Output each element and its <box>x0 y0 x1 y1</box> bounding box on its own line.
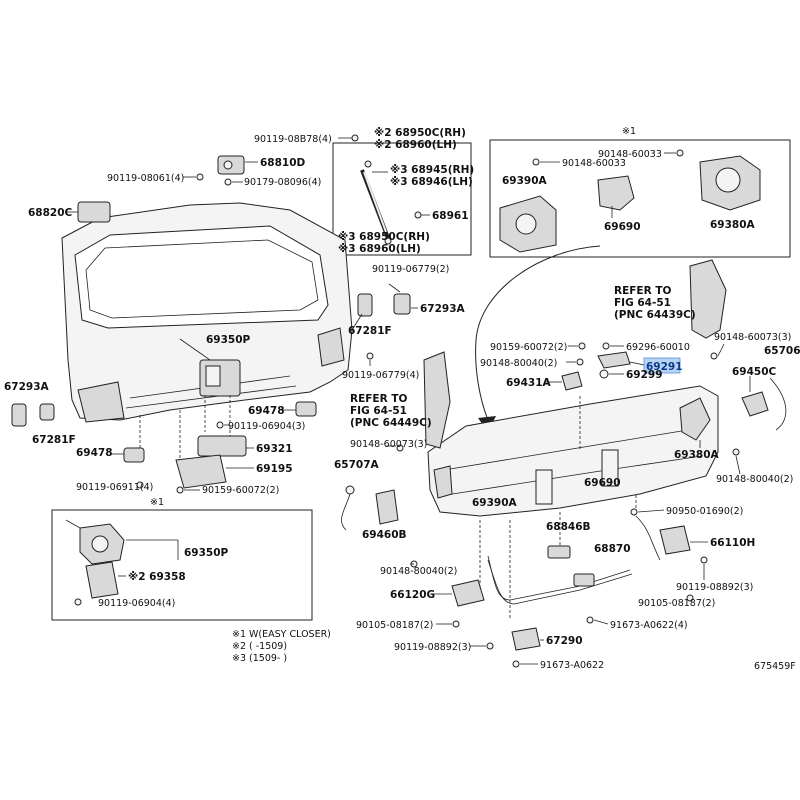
label-67281f-l: 67281F <box>32 434 76 446</box>
label-68950c-rh-top: ※2 68950C(RH) <box>374 127 466 139</box>
label-69390a-main: 69390A <box>472 497 518 509</box>
label-68961: 68961 <box>432 210 469 222</box>
label-67293a-l: 67293A <box>4 381 50 393</box>
label-66120g: 66120G <box>390 589 435 601</box>
label-65706a: 65706A <box>764 345 800 357</box>
label-90119-08892-3l: 90119-08892(3) <box>394 642 471 653</box>
label-69291[interactable]: 69291 <box>646 361 683 373</box>
label-69478-r: 69478 <box>248 405 285 417</box>
label-68950c-rh-bot: ※3 68950C(RH) <box>338 231 430 243</box>
label-68960-lh-top: ※2 68960(LH) <box>374 139 457 151</box>
label-68960-lh-bot: ※3 68960(LH) <box>338 243 421 255</box>
label-90159-60072-2b: 90159-60072(2) <box>490 342 567 353</box>
label-90148-80040-2b: 90148-80040(2) <box>380 566 457 577</box>
left-check-parts <box>11 403 55 427</box>
label-69380a-main: 69380A <box>674 449 720 461</box>
label-69195: 69195 <box>256 463 293 475</box>
label-69321: 69321 <box>256 443 293 455</box>
label-90119-06779-2: 90119-06779(2) <box>372 264 449 275</box>
figure-code: 675459F <box>754 661 796 672</box>
refer-b-line3: (PNC 64449C) <box>350 417 432 429</box>
legend-line-2: ※2 ( -1509) <box>232 641 287 652</box>
label-69690-main: 69690 <box>584 477 621 489</box>
label-66110h: 66110H <box>710 537 755 549</box>
easy-closer-detail-box <box>489 139 791 258</box>
left-inner-parts <box>341 444 418 568</box>
strut-detail-box <box>332 142 472 256</box>
label-90148-80040-2r: 90148-80040(2) <box>716 474 793 485</box>
label-68946-lh: ※3 68946(LH) <box>390 176 473 188</box>
label-68846b: 68846B <box>546 521 591 533</box>
label-90950-01690: 90950-01690(2) <box>666 506 743 517</box>
label-68810d: 68810D <box>260 157 306 169</box>
mid-left-parts <box>123 401 317 494</box>
box-mark-top-right: ※1 <box>622 126 636 137</box>
highlight-69291 <box>643 357 681 374</box>
inner-door-panel <box>427 385 719 517</box>
label-68870: 68870 <box>594 543 631 555</box>
box-mark-inset: ※1 <box>150 497 164 508</box>
trim-pillar-left <box>423 351 451 449</box>
label-69380a-box: 69380A <box>710 219 756 231</box>
label-90105-08187-2l: 90105-08187(2) <box>356 620 433 631</box>
back-door-lock-assembly <box>199 359 241 397</box>
label-67290: 67290 <box>546 635 583 647</box>
refer-a-line2: FIG 64-51 <box>614 297 671 309</box>
refer-a-line1: REFER TO <box>614 285 672 297</box>
label-90119-06904-3: 90119-06904(3) <box>228 421 305 432</box>
label-69350p-main: 69350P <box>206 334 251 346</box>
label-69390a-box: 69390A <box>502 175 548 187</box>
closer-unit-right <box>699 155 761 211</box>
closer-unit-left <box>499 195 557 253</box>
legend-line-3: ※3 (1509- ) <box>232 653 287 664</box>
label-69296-60010: 69296-60010 <box>626 342 690 353</box>
label-90148-60033-a: 90148-60033 <box>598 149 662 160</box>
label-90148-60033-b: 90148-60033 <box>562 158 626 169</box>
door-check-parts <box>357 293 411 360</box>
label-69358: ※2 69358 <box>128 571 186 583</box>
inset-detail-box <box>51 509 313 621</box>
label-90159-60072-2a: 90159-60072(2) <box>202 485 279 496</box>
label-90119-06904-4: 90119-06904(4) <box>98 598 175 609</box>
top-left-parts <box>77 134 359 223</box>
trim-pillar-right <box>689 259 727 339</box>
label-91673-a0622-4: 91673-A0622(4) <box>610 620 688 631</box>
label-69350p-inset: 69350P <box>184 547 229 559</box>
gas-strut <box>360 160 422 245</box>
label-69431a: 69431A <box>506 377 552 389</box>
refer-a-line3: (PNC 64439C) <box>614 309 696 321</box>
label-69690-box: 69690 <box>604 221 641 233</box>
label-69299: 69299 <box>626 369 663 381</box>
small-parts-center <box>561 342 787 456</box>
label-90119-08b78: 90119-08B78(4) <box>254 134 332 145</box>
label-90119-06911: 90119-06911(4) <box>76 482 153 493</box>
label-68945-rh: ※3 68945(RH) <box>390 164 474 176</box>
label-90119-06779-4: 90119-06779(4) <box>342 370 419 381</box>
label-90119-08892-3r: 90119-08892(3) <box>676 582 753 593</box>
label-90148-80040-2a: 90148-80040(2) <box>480 358 557 369</box>
back-door-panel <box>61 202 353 423</box>
label-67293a-r: 67293A <box>420 303 466 315</box>
transition-arrow <box>475 245 601 421</box>
label-69478-l: 69478 <box>76 447 113 459</box>
label-90179-08096: 90179-08096(4) <box>244 177 321 188</box>
refer-b-line2: FIG 64-51 <box>350 405 407 417</box>
lower-parts <box>451 508 708 668</box>
label-69460b: 69460B <box>362 529 407 541</box>
label-65707a: 65707A <box>334 459 380 471</box>
refer-b-line1: REFER TO <box>350 393 408 405</box>
label-69450c: 69450C <box>732 366 777 378</box>
label-90119-08061: 90119-08061(4) <box>107 173 184 184</box>
legend-line-1: ※1 W(EASY CLOSER) <box>232 629 331 640</box>
label-90148-60073-3r: 90148-60073(3) <box>714 332 791 343</box>
inset-lock-parts <box>65 519 125 606</box>
label-67281f-r: 67281F <box>348 325 392 337</box>
label-90148-60073-3l: 90148-60073(3) <box>350 439 427 450</box>
label-90105-08187-2r: 90105-08187(2) <box>638 598 715 609</box>
closer-unit-mid <box>597 175 635 218</box>
label-68820c: 68820C <box>28 207 73 219</box>
label-91673-a0622: 91673-A0622 <box>540 660 604 671</box>
